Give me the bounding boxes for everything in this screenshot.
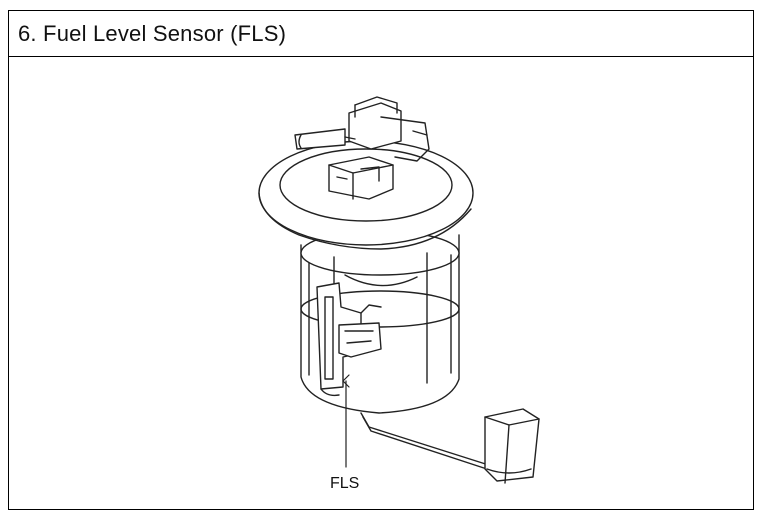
connector-block	[328, 156, 394, 200]
diagram-area: FLS	[9, 57, 753, 509]
fls-callout: FLS	[330, 374, 359, 492]
fuel-pump-module-illustration: FLS	[258, 96, 540, 492]
section-title: 6. Fuel Level Sensor (FLS)	[18, 20, 287, 46]
outlet-fittings	[294, 96, 430, 162]
title-bar: 6. Fuel Level Sensor (FLS)	[9, 11, 753, 57]
callout-label-fls: FLS	[330, 475, 359, 492]
figure-frame: 6. Fuel Level Sensor (FLS)	[8, 10, 754, 510]
sensor-bracket	[316, 282, 382, 397]
float-arm-assembly	[360, 408, 540, 484]
